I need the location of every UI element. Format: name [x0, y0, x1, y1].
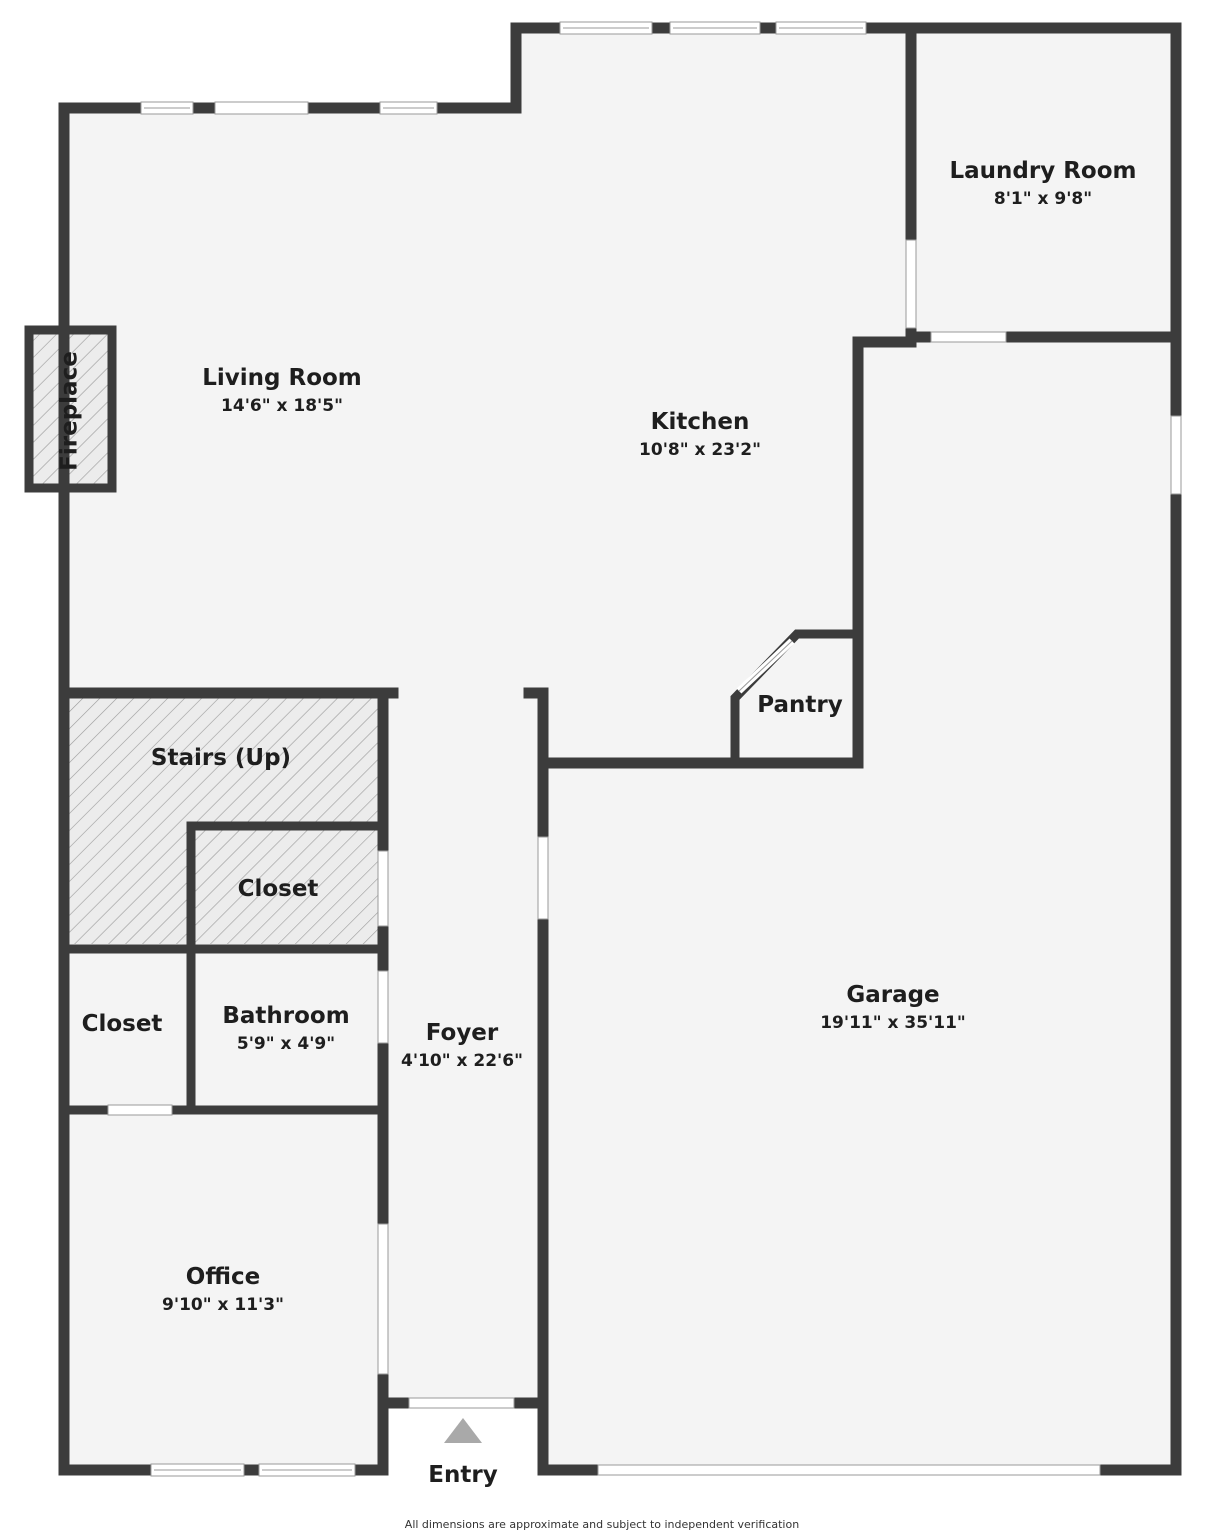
doorway: [377, 970, 389, 1044]
bathroom-dims: 5'9" x 4'9": [237, 1034, 335, 1054]
closet-upper-name: Closet: [238, 876, 319, 902]
kitchen-dims: 10'8" x 23'2": [639, 440, 761, 460]
exterior-wall: [58, 22, 1182, 1476]
pantry-name: Pantry: [757, 692, 842, 718]
stairs-name: Stairs (Up): [151, 745, 291, 771]
garage-name: Garage: [846, 982, 939, 1008]
fireplace-name: Fireplace: [57, 351, 83, 471]
room-labels: Living Room 14'6" x 18'5" Kitchen 10'8" …: [57, 158, 1137, 1488]
fireplace-hatch: [30, 331, 110, 487]
garage-door: [597, 1464, 1101, 1476]
living-room-dims: 14'6" x 18'5": [221, 396, 343, 416]
bathroom-name: Bathroom: [222, 1003, 349, 1029]
front-door: [408, 1397, 515, 1409]
window: [214, 101, 309, 115]
garage-dims: 19'11" x 35'11": [820, 1013, 966, 1033]
laundry-room-name: Laundry Room: [949, 158, 1136, 184]
doorway: [377, 850, 389, 927]
doorway: [377, 1223, 389, 1375]
doorway: [905, 239, 917, 329]
doorway: [930, 331, 1007, 343]
closet-lower-name: Closet: [82, 1011, 163, 1037]
entry-label: Entry: [428, 1462, 497, 1488]
laundry-room-dims: 8'1" x 9'8": [994, 189, 1092, 209]
kitchen-name: Kitchen: [651, 409, 750, 435]
foyer-dims: 4'10" x 22'6": [401, 1051, 523, 1071]
office-name: Office: [186, 1264, 260, 1290]
doorway: [537, 836, 549, 920]
foyer-name: Foyer: [426, 1020, 499, 1046]
openings: [107, 21, 1182, 1477]
stairs-hatch: [69, 697, 383, 944]
office-dims: 9'10" x 11'3": [162, 1295, 284, 1315]
window: [1170, 415, 1182, 495]
entry-arrow-icon: [444, 1418, 482, 1443]
fireplace-wall: [24, 325, 117, 493]
doorway: [107, 1104, 173, 1116]
dimensions-disclaimer: All dimensions are approximate and subje…: [405, 1518, 799, 1531]
living-room-name: Living Room: [202, 365, 362, 391]
